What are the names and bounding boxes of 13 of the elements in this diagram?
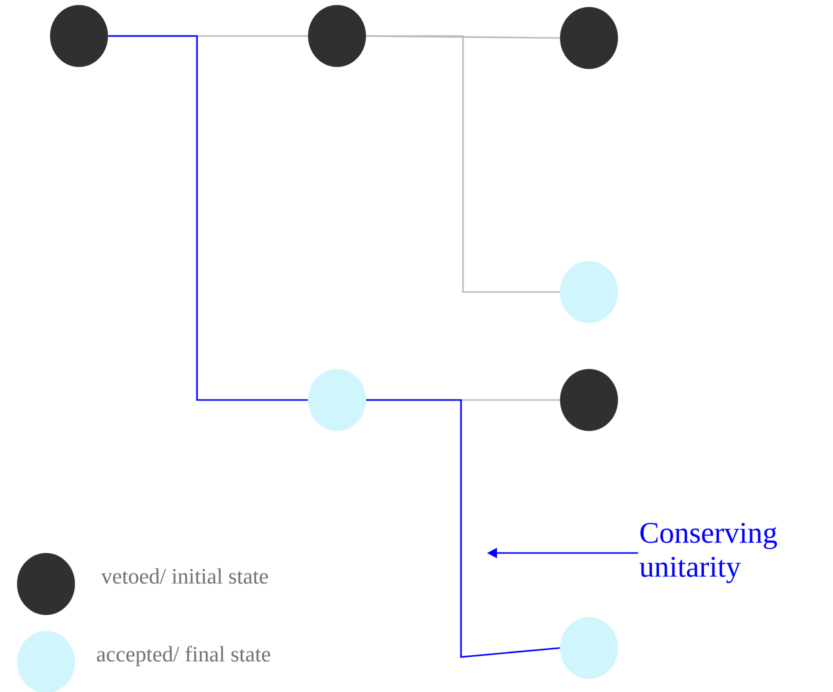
legend-label: accepted/ final state xyxy=(96,646,270,666)
state-circle xyxy=(560,261,618,323)
state-circle xyxy=(308,5,366,67)
legend-label: vetoed/ initial state xyxy=(101,568,268,584)
state-circle xyxy=(308,369,366,431)
state-circle xyxy=(560,369,618,431)
connector-line xyxy=(366,35,560,293)
connector-line xyxy=(108,35,308,401)
connector-line xyxy=(366,399,560,658)
annotation-text: Conserving unitarity xyxy=(640,522,777,584)
state-circle xyxy=(560,617,618,679)
state-circle xyxy=(50,5,108,67)
state-circle xyxy=(560,7,618,69)
